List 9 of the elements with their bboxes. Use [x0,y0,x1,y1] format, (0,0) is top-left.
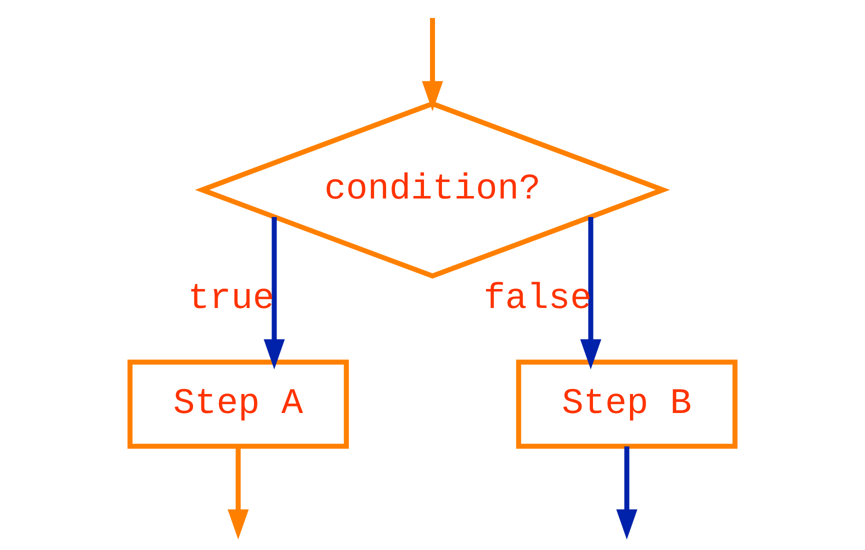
node-box: Step B [516,360,738,449]
arrow [228,446,249,540]
arrow [616,446,638,540]
arrow [580,217,602,370]
arrow [264,217,285,370]
node-diamond: condition? [194,101,670,279]
node-box: Step A [128,360,349,449]
edge-label: true [188,278,274,320]
arrow [422,18,444,112]
